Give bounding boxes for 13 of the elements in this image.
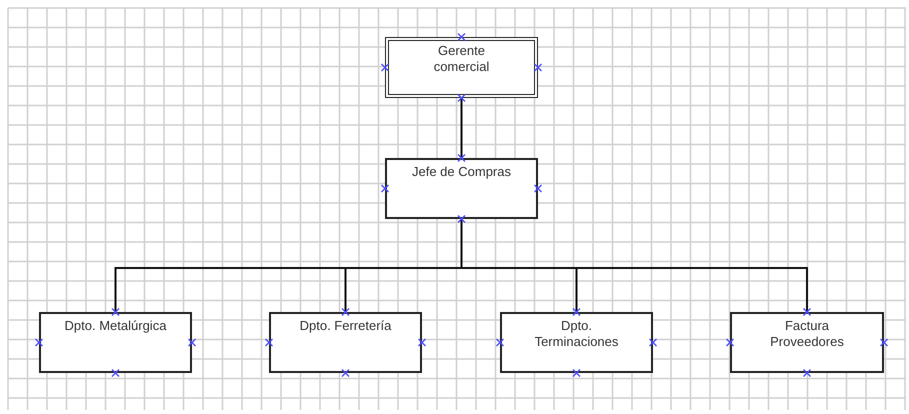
box-label: Gerente comercial: [432, 43, 490, 75]
org-chart-box: [385, 37, 538, 98]
box-label: Dpto. Terminaciones: [534, 318, 620, 350]
box-label: Dpto. Ferretería: [300, 318, 392, 334]
org-chart-box: [500, 312, 653, 373]
org-chart-box: [385, 158, 538, 219]
connector-line: [460, 98, 462, 158]
org-chart-box: [39, 312, 192, 373]
box-label: Dpto. Metalúrgica: [64, 318, 166, 334]
org-chart-box: [730, 312, 884, 373]
box-label: Factura Proveedores: [769, 318, 845, 350]
box-label: Jefe de Compras: [412, 164, 511, 180]
org-chart-box: [269, 312, 422, 373]
